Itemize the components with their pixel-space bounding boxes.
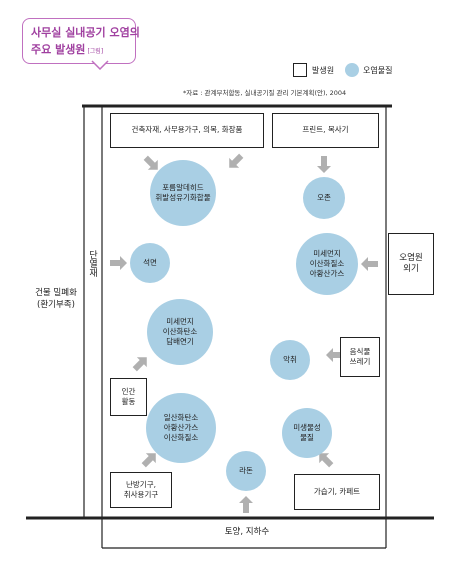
arrow-materials-right	[229, 153, 244, 168]
pollutant-microbes: 미생물성 물질	[282, 408, 332, 458]
legend-source-label: 발생원	[312, 66, 335, 75]
legend-pollutant-label: 오염물질	[363, 66, 393, 75]
source-building-materials: 건축자재, 사무용가구, 의복, 화장품	[110, 113, 264, 148]
building-sealed-label: 건물 밀폐화 (환기부족)	[28, 288, 84, 312]
building-sealed-line-1: 건물 밀폐화	[35, 288, 77, 298]
arrow-printer-ozone	[317, 156, 331, 173]
arrow-food-odor	[326, 348, 343, 362]
dust-outdoor-line-3: 아황산가스	[309, 269, 345, 279]
source-human-activity: 인간 활동	[110, 378, 147, 416]
outdoor-line-1: 오염원	[399, 252, 423, 263]
title-callout: 사무실 실내공기 오염의 주요 발생원[그림]	[22, 18, 140, 64]
source-heating: 난방기구, 취사용기구	[110, 472, 172, 508]
combustion-line-1: 일산화탄소	[163, 412, 199, 422]
legend-pollutant-swatch	[345, 63, 359, 77]
source-note: *자료 : 관계부처합동, 실내공기질 관리 기본계획(안), 2004	[183, 89, 347, 97]
pollutant-dust-outdoor: 미세먼지 이산화질소 아황산가스	[296, 233, 358, 295]
dust-outdoor-line-2: 이산화질소	[309, 258, 345, 268]
building-sealed-line-2: (환기부족)	[37, 299, 75, 310]
human-line-2: 활동	[121, 397, 136, 406]
legend-source-swatch	[293, 63, 307, 77]
microbes-line-1: 미생물성	[293, 422, 321, 432]
dust-tobacco-line-3: 담배연기	[166, 337, 194, 347]
outdoor-source-box: 오염원 외기	[388, 233, 434, 295]
formaldehyde-line-2: 휘발성유기화합물	[155, 193, 211, 202]
microbes-line-2: 물질	[300, 433, 314, 442]
ground-label: 토양, 지하수	[224, 527, 270, 537]
source-humidifier: 가습기, 카페트	[294, 474, 380, 510]
dust-outdoor-line-1: 미세먼지	[313, 248, 341, 258]
arrow-ground-radon	[239, 496, 253, 513]
arrow-human-tobacco	[132, 357, 147, 372]
food-line-2: 쓰레기	[349, 357, 371, 366]
outdoor-line-2: 외기	[403, 264, 419, 274]
arrow-humidifier-microbes	[319, 453, 334, 468]
source-food-waste: 음식물 쓰레기	[340, 337, 380, 377]
pollutant-dust-tobacco: 미세먼지 이산화탄소 담배연기	[147, 299, 213, 365]
pollutant-radon: 라돈	[226, 451, 266, 491]
arrow-heating-combustion	[141, 453, 156, 468]
title-line-2: 주요 발생원[그림]	[31, 41, 103, 57]
formaldehyde-line-1: 포름알데히드	[162, 182, 204, 192]
insulation-label: 단열재	[87, 250, 97, 277]
human-line-1: 인간	[121, 386, 136, 396]
pollutant-ozone: 오존	[303, 177, 345, 219]
source-printer: 프린트, 복사기	[272, 113, 379, 148]
combustion-line-2: 아황산가스	[163, 422, 199, 432]
food-line-1: 음식물	[349, 346, 371, 356]
callout-tail	[91, 58, 109, 70]
combustion-line-3: 이산화질소	[163, 433, 199, 443]
pollutant-odor: 악취	[270, 340, 310, 380]
pollutant-asbestos: 석면	[130, 243, 170, 283]
arrow-outdoor-dust	[361, 257, 378, 271]
dust-tobacco-line-2: 이산화탄소	[162, 326, 198, 336]
heating-line-1: 난방기구,	[126, 479, 156, 489]
title-line-1: 사무실 실내공기 오염의	[31, 26, 140, 39]
dust-tobacco-line-1: 미세먼지	[166, 316, 194, 326]
title-line-2-text: 주요 발생원	[31, 43, 86, 56]
arrow-insulation-asbestos	[110, 256, 127, 270]
arrow-materials-left	[143, 155, 158, 170]
figure-tag: [그림]	[87, 48, 104, 55]
pollutant-formaldehyde: 포름알데히드 휘발성유기화합물	[150, 160, 216, 226]
heating-line-2: 취사용기구	[123, 490, 159, 499]
pollutant-combustion: 일산화탄소 아황산가스 이산화질소	[146, 393, 216, 463]
